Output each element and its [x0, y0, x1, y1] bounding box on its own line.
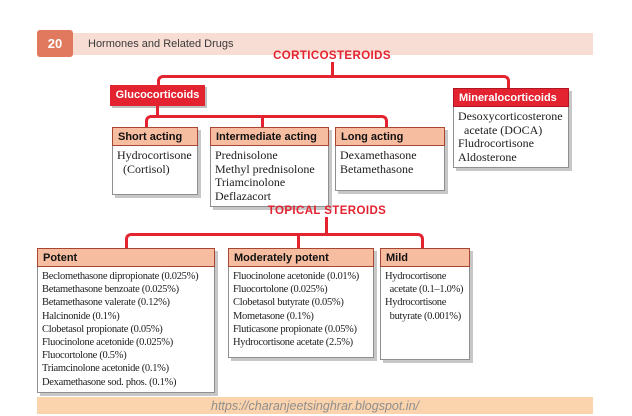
drug-item: Fluocinolone acetonide (0.01%) [233, 271, 360, 282]
connector-line [156, 106, 159, 116]
connector-bracket [157, 75, 510, 88]
potent-header: Potent [37, 248, 215, 267]
drug-item: Mometasone (0.1%) [233, 310, 314, 322]
drug-item: Betamethasone [340, 161, 414, 176]
drug-item: (Cortisol) [117, 161, 170, 176]
drug-item: Fludrocortisone [458, 136, 534, 150]
drug-item: Fluocortolone (0.025%) [233, 284, 328, 296]
drug-item: Beclomethasone dipropionate (0.025%) [42, 271, 199, 282]
short-acting-list: Hydrocortisone (Cortisol) [113, 146, 197, 194]
drug-item: Triamcinolone acetonide (0.1%) [42, 363, 169, 375]
drug-item: Fluocinolone acetonide (0.025%) [42, 337, 173, 349]
topical-steroids-title: TOPICAL STEROIDS [267, 205, 387, 217]
corticosteroids-title: CORTICOSTEROIDS [273, 50, 391, 62]
footer-url-link[interactable]: https://charanjeetsinghrar.blogspot.in/ [211, 399, 419, 413]
drug-item: Triamcinolone [215, 175, 286, 189]
drug-item: Hydrocortisone [385, 271, 447, 282]
mild-list: Hydrocortisone acetate (0.1–1.0%)Hydroco… [381, 267, 469, 359]
drug-item: Dexamethasone sod. phos. (0.1%) [42, 376, 177, 388]
drug-item: Desoxycorticosterone [458, 109, 563, 123]
chapter-title: Hormones and Related Drugs [88, 38, 234, 50]
drug-item: Prednisolone [215, 148, 278, 162]
drug-item: Deflazacort [215, 188, 271, 203]
connector-line [331, 62, 334, 76]
connector-line [261, 117, 264, 127]
drug-item: Betamethasone benzoate (0.025%) [42, 284, 179, 296]
potent-box: Potent Beclomethasone dipropionate (0.02… [37, 248, 215, 393]
mineralocorticoids-header: Mineralocorticoids [453, 88, 569, 107]
drug-item: Clobetasol butyrate (0.05%) [233, 297, 344, 309]
moderately-potent-header: Moderately potent [228, 248, 374, 267]
drug-item: Aldosterone [458, 149, 517, 164]
connector-line [297, 236, 300, 248]
drug-item: acetate (0.1–1.0%) [385, 284, 464, 296]
drug-item: acetate (DOCA) [458, 122, 543, 137]
chapter-number-badge: 20 [37, 30, 73, 57]
drug-item: Hydrocortisone [385, 297, 447, 309]
drug-item: Dexamethasone [340, 148, 417, 162]
short-acting-box: Short acting Hydrocortisone (Cortisol) [112, 127, 198, 195]
connector-line [325, 217, 328, 234]
drug-item: Halcinonide (0.1%) [42, 310, 120, 322]
mild-header: Mild [380, 248, 470, 267]
chapter-header-bar [37, 33, 593, 55]
drug-item: Methyl prednisolone [215, 161, 315, 176]
mild-box: Mild Hydrocortisone acetate (0.1–1.0%)Hy… [380, 248, 470, 360]
intermediate-acting-header: Intermediate acting [210, 127, 329, 146]
connector-bracket [125, 233, 424, 248]
mineralocorticoids-box: Mineralocorticoids Desoxycorticosterone … [453, 88, 569, 168]
moderately-potent-list: Fluocinolone acetonide (0.01%) Fluocortol… [229, 267, 373, 357]
drug-item: Hydrocortisone acetate (2.5%) [233, 337, 353, 349]
potent-list: Beclomethasone dipropionate (0.025%) Beta… [38, 267, 214, 392]
drug-item: Betamethasone valerate (0.12%) [42, 297, 170, 309]
short-acting-header: Short acting [112, 127, 198, 146]
moderately-potent-box: Moderately potent Fluocinolone acetonide… [228, 248, 374, 358]
connector-bracket [145, 115, 388, 127]
drug-item: Fluticasone propionate (0.05%) [233, 323, 357, 335]
drug-item: Hydrocortisone [117, 148, 192, 162]
mineralocorticoids-list: Desoxycorticosterone acetate (DOCA)Fludr… [454, 107, 568, 167]
drug-item: Fluocortolone (0.5%) [42, 350, 127, 362]
drug-item: butyrate (0.001%) [385, 310, 462, 322]
glucocorticoids-label: Glucocorticoids [110, 85, 205, 106]
drug-item: Clobetasol propionate (0.05%) [42, 323, 163, 335]
footer-bar: https://charanjeetsinghrar.blogspot.in/ [37, 397, 593, 414]
long-acting-header: Long acting [335, 127, 445, 146]
